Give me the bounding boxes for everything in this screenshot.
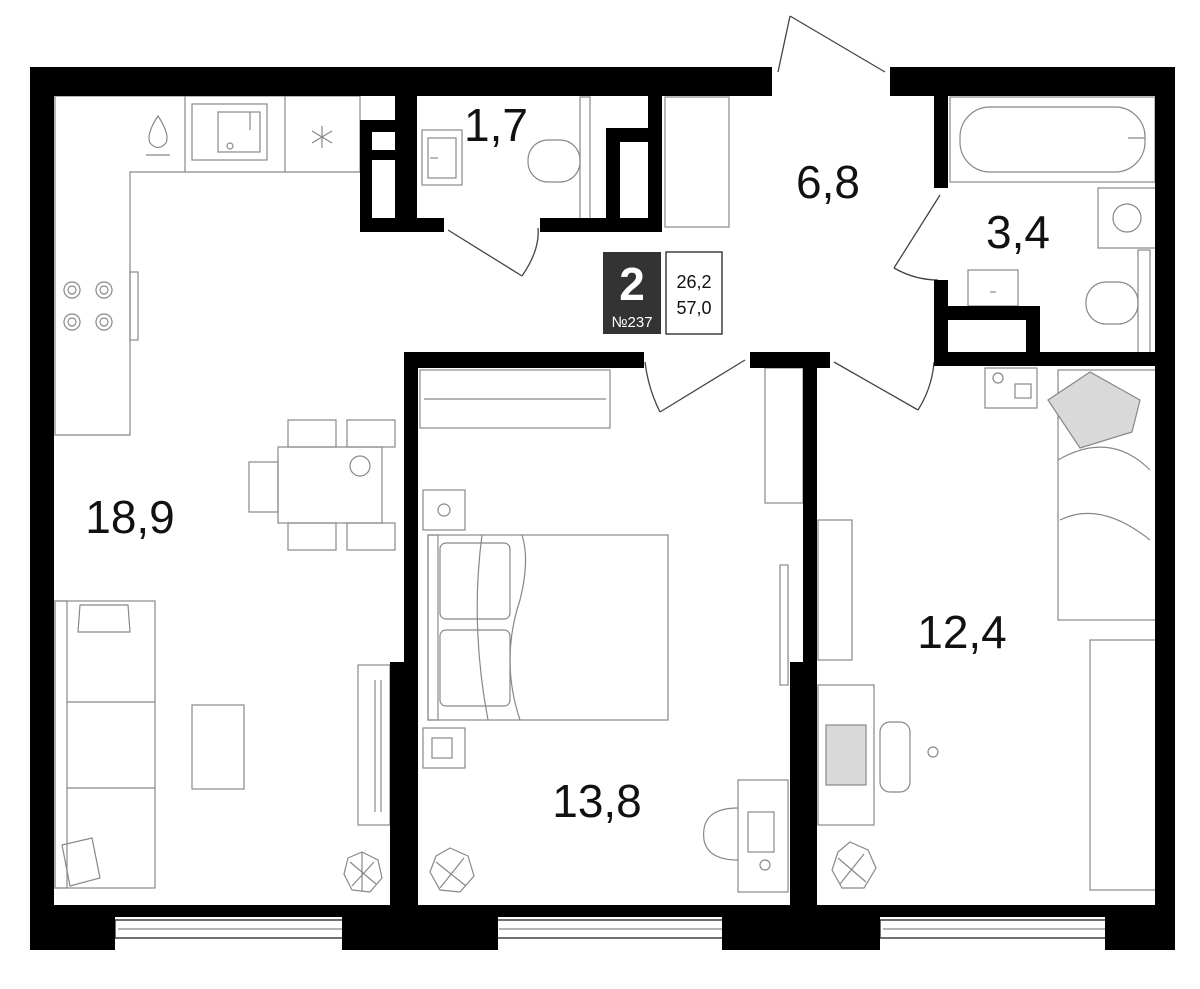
double-bed	[427, 534, 669, 721]
walls	[30, 67, 1175, 950]
rooms-count: 2	[619, 258, 645, 310]
room-area-bedroom-2: 12,4	[917, 606, 1007, 658]
door-bedroom-1	[644, 359, 746, 413]
sofa	[54, 600, 156, 889]
wardrobe-bedroom-1	[419, 369, 611, 429]
plant-icon-bedroom-2	[831, 841, 877, 889]
room-area-wc: 1,7	[464, 99, 528, 151]
coffee-table	[191, 704, 245, 790]
snowflake-icon	[311, 126, 333, 148]
rooms-badge	[603, 252, 661, 334]
wc-sink	[421, 129, 463, 186]
bathroom-toilet	[1085, 249, 1151, 356]
single-bed	[1047, 369, 1157, 621]
desk-bedroom-2	[817, 684, 939, 826]
door-bathroom	[893, 194, 941, 281]
apartment-number: №237	[611, 314, 652, 331]
radiator-bedroom-2	[817, 519, 1157, 891]
plant-icon-bedroom-1	[429, 847, 475, 893]
bathtub-icon	[949, 96, 1156, 183]
room-area-kitchen-living: 18,9	[85, 491, 175, 543]
washing-machine-icon	[1097, 187, 1157, 249]
kitchen-counter	[54, 95, 361, 436]
room-area-bathroom: 3,4	[986, 206, 1050, 258]
door-wc	[447, 227, 539, 277]
toilet-icon	[527, 96, 591, 228]
tv-stand	[357, 664, 391, 826]
nightstand-top	[422, 489, 466, 531]
nightstand-bedroom-2	[984, 367, 1038, 409]
sink-icon	[191, 103, 268, 161]
room-area-hall: 6,8	[796, 156, 860, 208]
water-drop-icon	[146, 114, 170, 156]
stove-icon	[63, 281, 113, 331]
apartment-info: 2 №237 26,2 57,0	[603, 251, 723, 335]
room-area-bedroom-1: 13,8	[552, 775, 642, 827]
shelf-bedroom-1	[764, 367, 804, 686]
windows	[114, 919, 1109, 939]
nightstand-bottom	[422, 727, 466, 769]
total-area: 57,0	[676, 298, 711, 318]
living-area: 26,2	[676, 272, 711, 292]
bathroom-sink	[967, 269, 1019, 307]
door-bedroom-2	[833, 361, 935, 411]
dining-table	[248, 419, 396, 551]
door-entrance	[777, 15, 886, 73]
plant-icon	[343, 851, 383, 893]
radiator-top	[664, 96, 730, 228]
desk-bedroom-1	[703, 779, 789, 893]
